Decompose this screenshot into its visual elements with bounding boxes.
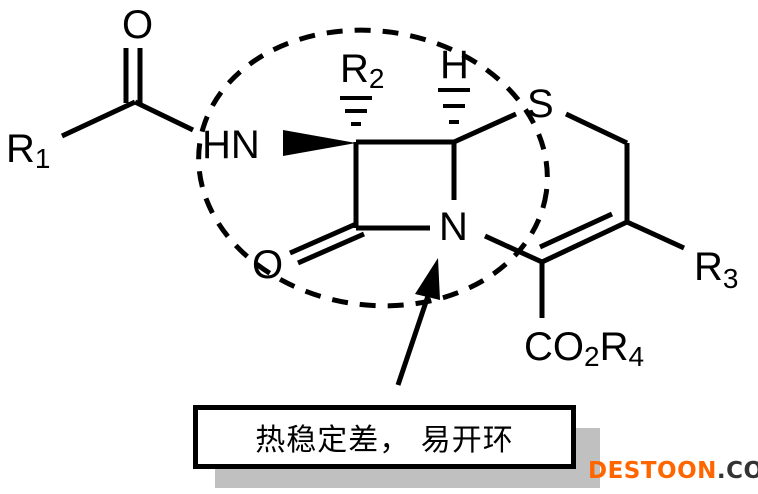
atom-co2r4: CO2R4 [524,325,644,372]
watermark-tld: .COM [716,458,758,484]
highlight-dashed-ellipse [196,27,550,309]
atom-h: H [440,43,469,87]
atom-r2: R2 [340,47,384,94]
wedge-bond [283,130,356,156]
bonds [60,48,686,318]
pointer-arrow-shaft [395,289,433,386]
hashed-bond-r2 [340,96,372,126]
caption-box: 热稳定差， 易开环 [193,405,576,469]
atom-hn: HN [202,123,260,167]
pointer-arrow-head-icon [415,258,440,300]
hashed-bond-h [438,88,470,124]
watermark: DESTOON.COM [588,458,758,484]
atom-carbonyl-o: O [122,3,153,47]
atom-r3: R3 [694,245,738,294]
watermark-brand: DESTOON [588,458,717,484]
atom-r1: R1 [6,127,50,174]
caption-text: 热稳定差， 易开环 [255,423,514,458]
atom-n: N [439,205,468,249]
